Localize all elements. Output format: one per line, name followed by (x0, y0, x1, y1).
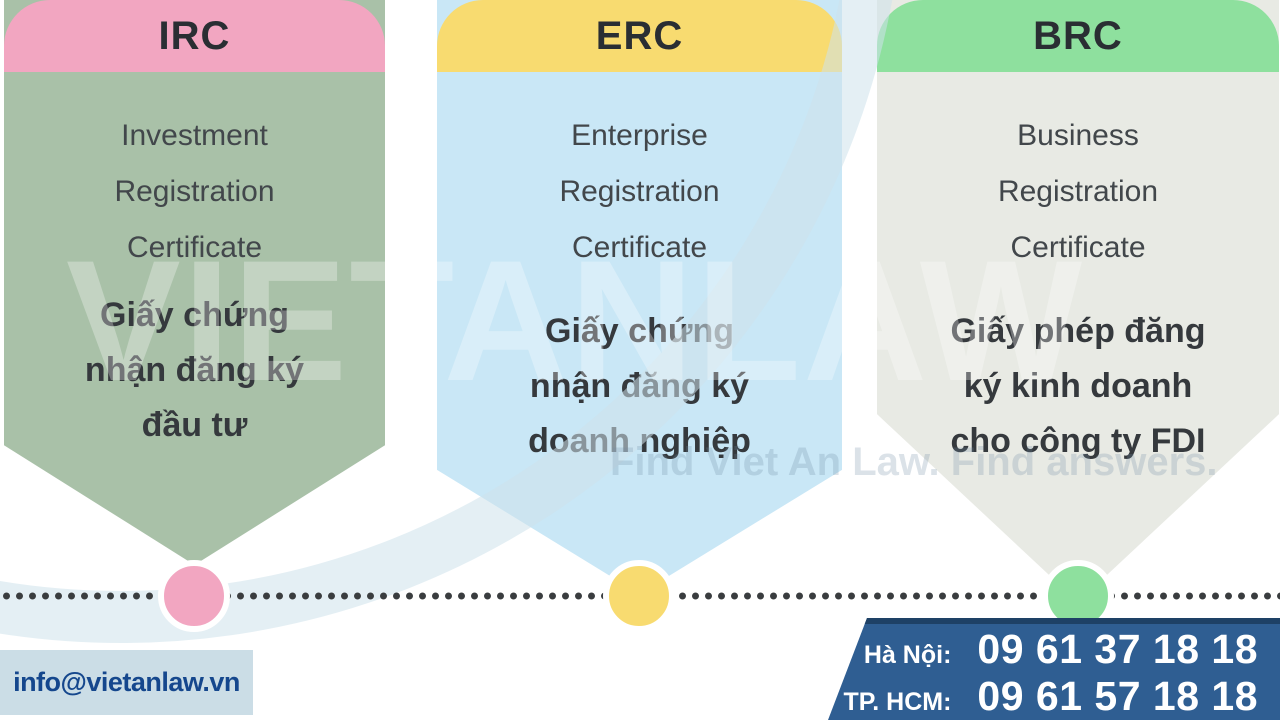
panel-erc: ERC Enterprise Registration Certificate … (437, 0, 842, 594)
vietnamese-line: Giấy chứng (100, 296, 289, 334)
english-line: Business (1017, 119, 1139, 152)
english-line: Registration (997, 175, 1159, 208)
panel-brc-header: BRC (877, 0, 1279, 72)
phone-box: Hà Nội: 09 61 37 18 18 TP. HCM: 09 61 57… (828, 618, 1280, 720)
panel-erc-header: ERC (437, 0, 842, 72)
vietnamese-line: doanh nghiệp (528, 422, 751, 460)
vietnamese-line: nhận đăng ký (529, 367, 750, 405)
panel-brc-vietnamese-title: Giấy phép đăng ký kinh doanh cho công ty… (877, 304, 1279, 469)
english-line: Certificate (1010, 231, 1146, 264)
timeline-dot-irc (158, 560, 230, 632)
panel-erc-text: Enterprise Registration Certificate Giấy… (437, 72, 842, 469)
phone-label-hcm: TP. HCM: (843, 688, 952, 716)
phone-number-hcm: 09 61 57 18 18 (977, 673, 1258, 719)
phone-box-top-stripe (828, 618, 1280, 624)
english-line: Registration (559, 175, 720, 208)
vietnamese-line: Giấy phép đăng (950, 312, 1206, 350)
english-line: Investment (121, 119, 268, 152)
panel-brc-english-title: Business Registration Certificate (877, 72, 1279, 276)
english-line: Enterprise (571, 119, 708, 152)
panel-brc-text: Business Registration Certificate Giấy p… (877, 72, 1279, 469)
vietnamese-line: nhận đăng ký (84, 351, 305, 389)
english-line: Registration (114, 175, 275, 208)
vietnamese-line: ký kinh doanh (963, 367, 1193, 405)
panel-irc-header: IRC (4, 0, 385, 72)
phone-rows: Hà Nội: 09 61 37 18 18 TP. HCM: 09 61 57… (828, 626, 1280, 719)
vietnamese-line: đầu tư (141, 406, 248, 444)
phone-number-hanoi: 09 61 37 18 18 (977, 626, 1258, 672)
english-line: Certificate (571, 231, 708, 264)
vietnamese-line: Giấy chứng (545, 312, 734, 350)
email-address: info@vietanlaw.vn (13, 667, 240, 697)
panel-irc-english-title: Investment Registration Certificate (4, 72, 385, 276)
phone-row-hanoi: Hà Nội: 09 61 37 18 18 (828, 626, 1280, 672)
vietnamese-line: cho công ty FDI (950, 422, 1206, 460)
timeline-dot-erc (603, 560, 675, 632)
panel-erc-vietnamese-title: Giấy chứng nhận đăng ký doanh nghiệp (437, 304, 842, 469)
phone-label-hanoi: Hà Nội: (863, 641, 952, 669)
panel-irc-vietnamese-title: Giấy chứng nhận đăng ký đầu tư (4, 288, 385, 453)
email-box: info@vietanlaw.vn (0, 650, 253, 715)
panel-brc: BRC Business Registration Certificate Gi… (877, 0, 1279, 602)
english-line: Certificate (126, 231, 263, 264)
panel-irc: IRC Investment Registration Certificate … (4, 0, 385, 565)
phone-row-hcm: TP. HCM: 09 61 57 18 18 (828, 673, 1280, 719)
panel-erc-english-title: Enterprise Registration Certificate (437, 72, 842, 276)
panel-irc-text: Investment Registration Certificate Giấy… (4, 72, 385, 453)
